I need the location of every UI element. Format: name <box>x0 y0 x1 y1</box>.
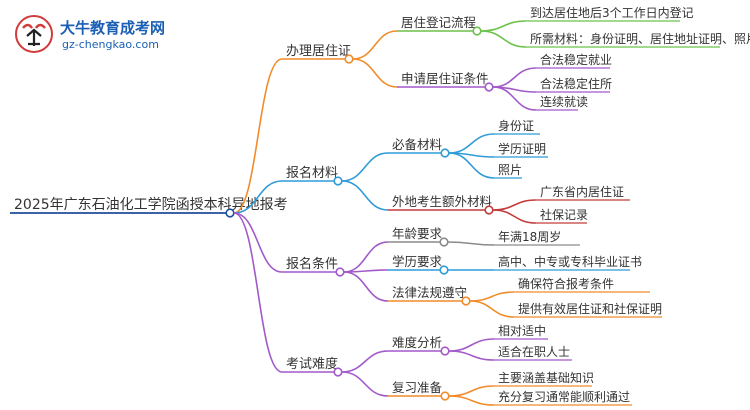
leaf-node-label: 适合在职人士 <box>498 344 570 359</box>
leaf-link <box>448 338 495 352</box>
child-connector-dot <box>440 346 450 356</box>
leaf-node-label: 主要涵盖基础知识 <box>498 371 594 385</box>
child-link <box>341 371 389 397</box>
child-connector-dot <box>440 391 450 401</box>
branch-node-label: 办理居住证 <box>286 44 351 59</box>
child-link <box>352 30 398 60</box>
child-node-label: 外地考生额外材料 <box>392 194 493 209</box>
branch-connector-dot <box>335 267 345 277</box>
branch-connector-dot <box>344 54 354 64</box>
leaf-link <box>492 86 537 111</box>
child-node-label: 法律法规遵守 <box>392 285 467 300</box>
leaf-node-label: 合法稳定就业 <box>540 52 612 67</box>
leaf-node-label: 到达居住地后3个工作日内登记 <box>530 5 694 20</box>
leaf-link <box>480 20 527 32</box>
leaf-node-label: 学历证明 <box>498 141 546 156</box>
child-link <box>352 58 398 88</box>
leaf-link <box>448 385 495 397</box>
child-link <box>341 180 389 211</box>
branch-link <box>233 212 283 273</box>
leaf-link <box>492 67 537 88</box>
leaf-node-label: 年满18周岁 <box>498 229 561 244</box>
leaf-link <box>447 241 495 246</box>
leaf-node-label: 充分复习通常能顺利通过 <box>498 389 630 404</box>
leaf-link <box>469 300 515 318</box>
branch-node-label: 考试难度 <box>286 356 338 372</box>
leaf-link <box>492 199 537 211</box>
root-node-label: 2025年广东石油化工学院函授本科异地报考 <box>14 197 288 213</box>
logo-bull-icon <box>15 15 53 53</box>
leaf-node-label: 社保记录 <box>540 207 588 222</box>
branch-connector-dot <box>333 176 343 186</box>
child-link <box>343 241 389 273</box>
logo: 大牛教育成考网 gz-chengkao.com <box>14 14 204 56</box>
branch-node-label: 报名条件 <box>286 256 338 272</box>
child-connector-dot <box>440 148 450 158</box>
child-connector-dot <box>439 237 449 247</box>
child-node-label: 申请居住证条件 <box>401 71 489 86</box>
child-node-label: 难度分析 <box>392 335 442 350</box>
child-node-label: 年龄要求 <box>392 226 443 241</box>
branch-link <box>233 180 283 214</box>
leaf-node-label: 确保符合报考条件 <box>518 276 614 291</box>
child-connector-dot <box>484 205 494 215</box>
child-connector-dot <box>439 265 449 275</box>
leaf-link <box>448 133 495 154</box>
child-connector-dot <box>461 296 471 306</box>
logo-url: gz-chengkao.com <box>62 38 159 51</box>
child-link <box>343 271 389 302</box>
child-node-label: 学历要求 <box>392 254 443 269</box>
branch-connector-dot <box>333 367 343 377</box>
child-connector-dot <box>472 26 482 36</box>
child-link <box>341 152 389 182</box>
leaf-node-label: 所需材料：身份证明、居住地址证明、照片 <box>530 31 750 46</box>
leaf-link <box>469 291 515 302</box>
leaf-link <box>492 209 537 224</box>
branch-node-label: 报名材料 <box>286 165 338 181</box>
leaf-node-label: 高中、中专或专科毕业证书 <box>498 254 642 269</box>
child-node-label: 居住登记流程 <box>401 15 477 30</box>
root-connector-dot <box>225 208 235 218</box>
child-connector-dot <box>484 82 494 92</box>
child-node-label: 复习准备 <box>392 380 443 395</box>
branch-link <box>233 58 283 214</box>
logo-title: 大牛教育成考网 <box>60 19 166 37</box>
branch-link <box>233 212 283 373</box>
leaf-node-label: 连续就读 <box>540 94 588 109</box>
leaf-node-label: 合法稳定住所 <box>540 76 612 91</box>
leaf-node-label: 广东省内居住证 <box>540 185 624 199</box>
leaf-link <box>448 152 495 179</box>
leaf-node-label: 相对适中 <box>498 323 546 338</box>
leaf-link <box>448 395 495 406</box>
leaf-node-label: 身份证 <box>498 118 534 133</box>
leaf-link <box>480 30 527 48</box>
leaf-node-label: 提供有效居住证和社保证明 <box>518 301 662 316</box>
child-link <box>341 350 389 373</box>
leaf-link <box>448 350 495 361</box>
child-node-label: 必备材料 <box>392 137 443 152</box>
leaf-node-label: 照片 <box>498 163 522 177</box>
